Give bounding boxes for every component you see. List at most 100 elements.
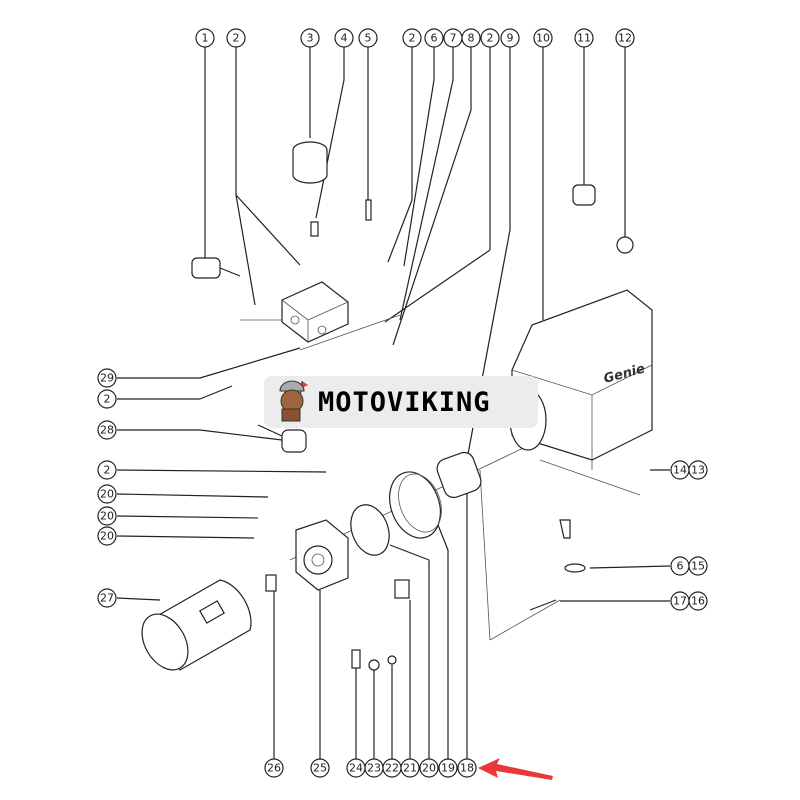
callout-number: 10 [536,32,550,45]
viking-mascot-icon [279,380,308,422]
callout-number: 5 [365,32,372,45]
callout-circle [334,28,354,48]
callout-circle [461,28,481,48]
callout-number: 20 [100,488,114,501]
pin-5 [365,199,372,221]
callout-circle [97,484,117,504]
callout-14: 14 [670,460,690,480]
callout-number: 6 [431,32,438,45]
watermark-logo: MOTOVIKING [264,376,538,428]
callout-number: 20 [100,530,114,543]
callout-circle [402,28,422,48]
callout-number: 2 [104,393,111,406]
callout-28: 28 [97,420,117,440]
pump-block-25 [295,519,349,591]
callout-circle [688,460,708,480]
callout-number: 24 [349,762,363,775]
motor-27 [141,579,252,671]
callout-circle [97,588,117,608]
callout-number: 15 [691,560,705,573]
callout-circle [97,460,117,480]
callout-circle [310,758,330,778]
filler-cap-3 [292,141,328,184]
callout-29: 29 [97,368,117,388]
callout-number: 12 [618,32,632,45]
callout-circle [97,526,117,546]
reservoir-tank-10: Genie [509,289,653,470]
callout-8: 8 [461,28,481,48]
callout-22: 22 [382,758,402,778]
callout-12: 12 [615,28,635,48]
coupling-26 [265,574,277,592]
callout-circle [480,28,500,48]
callout-circle [419,758,439,778]
callout-2: 2 [97,389,117,409]
callout-20: 20 [97,506,117,526]
callout-5: 5 [358,28,378,48]
callout-4: 4 [334,28,354,48]
callout-2: 2 [97,460,117,480]
callout-circle [264,758,284,778]
callout-2: 2 [402,28,422,48]
callout-number: 4 [341,32,348,45]
plug-23 [368,659,380,671]
callout-23: 23 [364,758,384,778]
seal-rings [350,471,442,556]
callout-2: 2 [480,28,500,48]
gasket-6 [564,563,586,573]
callout-7: 7 [443,28,463,48]
callout-circle [424,28,444,48]
callout-circle [533,28,553,48]
callout-number: 13 [691,464,705,477]
callout-number: 20 [422,762,436,775]
callout-number: 26 [267,762,281,775]
fitting-21 [394,579,410,599]
callout-circle [358,28,378,48]
callout-circle [97,506,117,526]
callout-number: 16 [691,595,705,608]
callout-circle [97,368,117,388]
callout-number: 18 [460,762,474,775]
screw-24 [351,649,361,669]
callout-18: 18 [457,758,477,778]
solenoid-valve-28 [257,424,307,453]
callout-number: 29 [100,372,114,385]
callout-number: 11 [577,32,591,45]
filter-18 [436,451,482,499]
callout-number: 14 [673,464,687,477]
callout-number: 20 [100,510,114,523]
callout-17: 17 [670,591,690,611]
callout-number: 2 [233,32,240,45]
elbow-15 [559,519,571,539]
fitting-4 [310,221,319,237]
callout-number: 1 [202,32,209,45]
callout-25: 25 [310,758,330,778]
callout-3: 3 [300,28,320,48]
callout-number: 7 [450,32,457,45]
callout-24: 24 [346,758,366,778]
breather-cap-11 [572,184,596,206]
callout-number: 3 [307,32,314,45]
callout-number: 27 [100,592,114,605]
watermark-brand: MOTOVIKING [318,386,491,418]
highlight-arrow [478,758,553,780]
valve-1 [191,257,241,279]
callout-6: 6 [670,556,690,576]
callout-15: 15 [688,556,708,576]
callout-20: 20 [419,758,439,778]
callout-number: 25 [313,762,327,775]
callout-circle [97,420,117,440]
callout-number: 9 [507,32,514,45]
callout-number: 2 [409,32,416,45]
callout-number: 2 [104,464,111,477]
callout-circle [457,758,477,778]
callout-circle [688,591,708,611]
callout-number: 8 [468,32,475,45]
callout-circle [400,758,420,778]
callout-1: 1 [195,28,215,48]
plug-22 [387,655,397,665]
callout-11: 11 [574,28,594,48]
callout-9: 9 [500,28,520,48]
